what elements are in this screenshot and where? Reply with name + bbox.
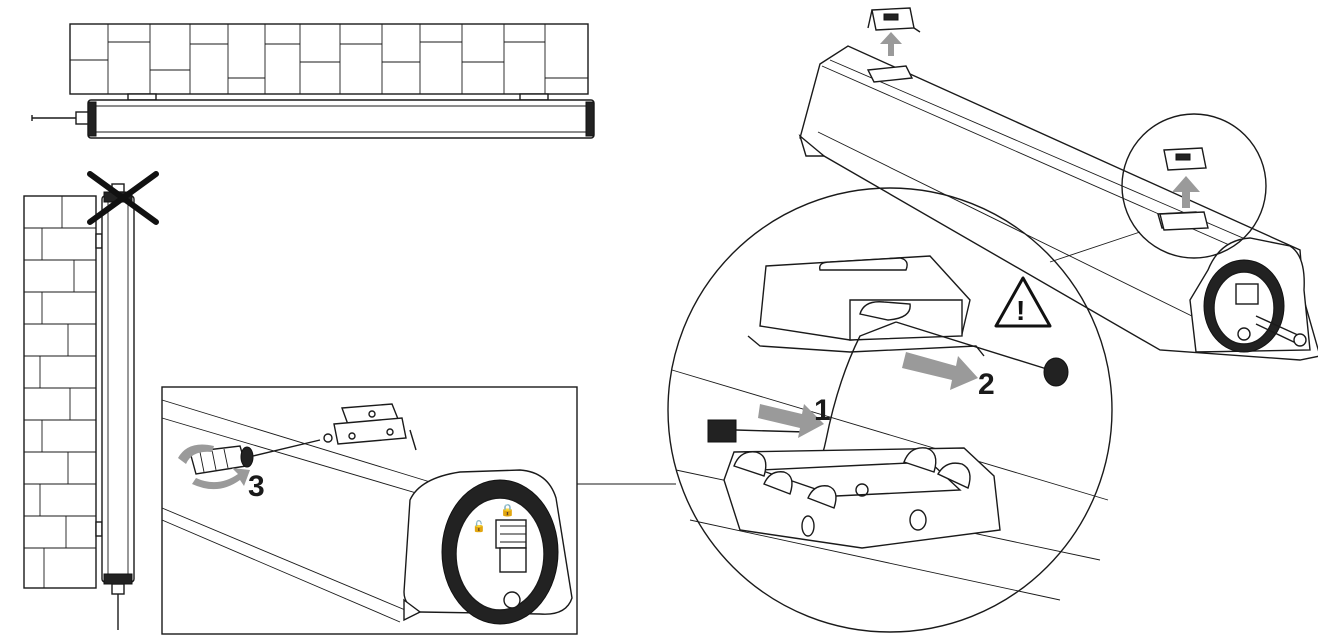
ceiling-mount-view [31,23,595,139]
detail-frame [161,386,578,635]
mounting-clip [333,403,407,445]
brick-wall [23,195,97,589]
unlock-icon: 🔓 [472,520,486,533]
zoom-circle-small [1121,113,1267,259]
mounting-clip-lifted [747,255,985,357]
step3-label: 3 [248,470,265,503]
luminaire-perspective-view [798,45,1318,361]
step3-detail-view: 3 🔒 🔓 [161,386,578,635]
step1-label: 1 [814,394,831,427]
rotate-arrow-icon [178,444,250,490]
direction-arrow-icon [880,32,902,56]
detail-endcap: 🔒 🔓 [403,469,573,625]
wall-mount-view [23,171,159,630]
wall-luminaire [95,183,135,630]
zoom-connector [1049,231,1141,263]
ceiling-tiles [69,23,589,95]
base-bracket [723,447,1001,549]
lock-icon: 🔒 [500,503,515,517]
zoom-circle-large: 2 ! 1 [667,187,1113,633]
step2-arrow [902,352,978,390]
clip-removed-top [867,7,921,56]
screwdriver-icon [189,429,417,475]
cross-mark-icon [87,171,159,225]
insert-block [707,419,807,443]
warning-symbol: ! [1016,295,1025,326]
step1-arrow [758,404,824,438]
warning-triangle-icon: ! [994,276,1052,328]
step2-label: 2 [978,368,995,401]
ceiling-luminaire [31,93,595,139]
